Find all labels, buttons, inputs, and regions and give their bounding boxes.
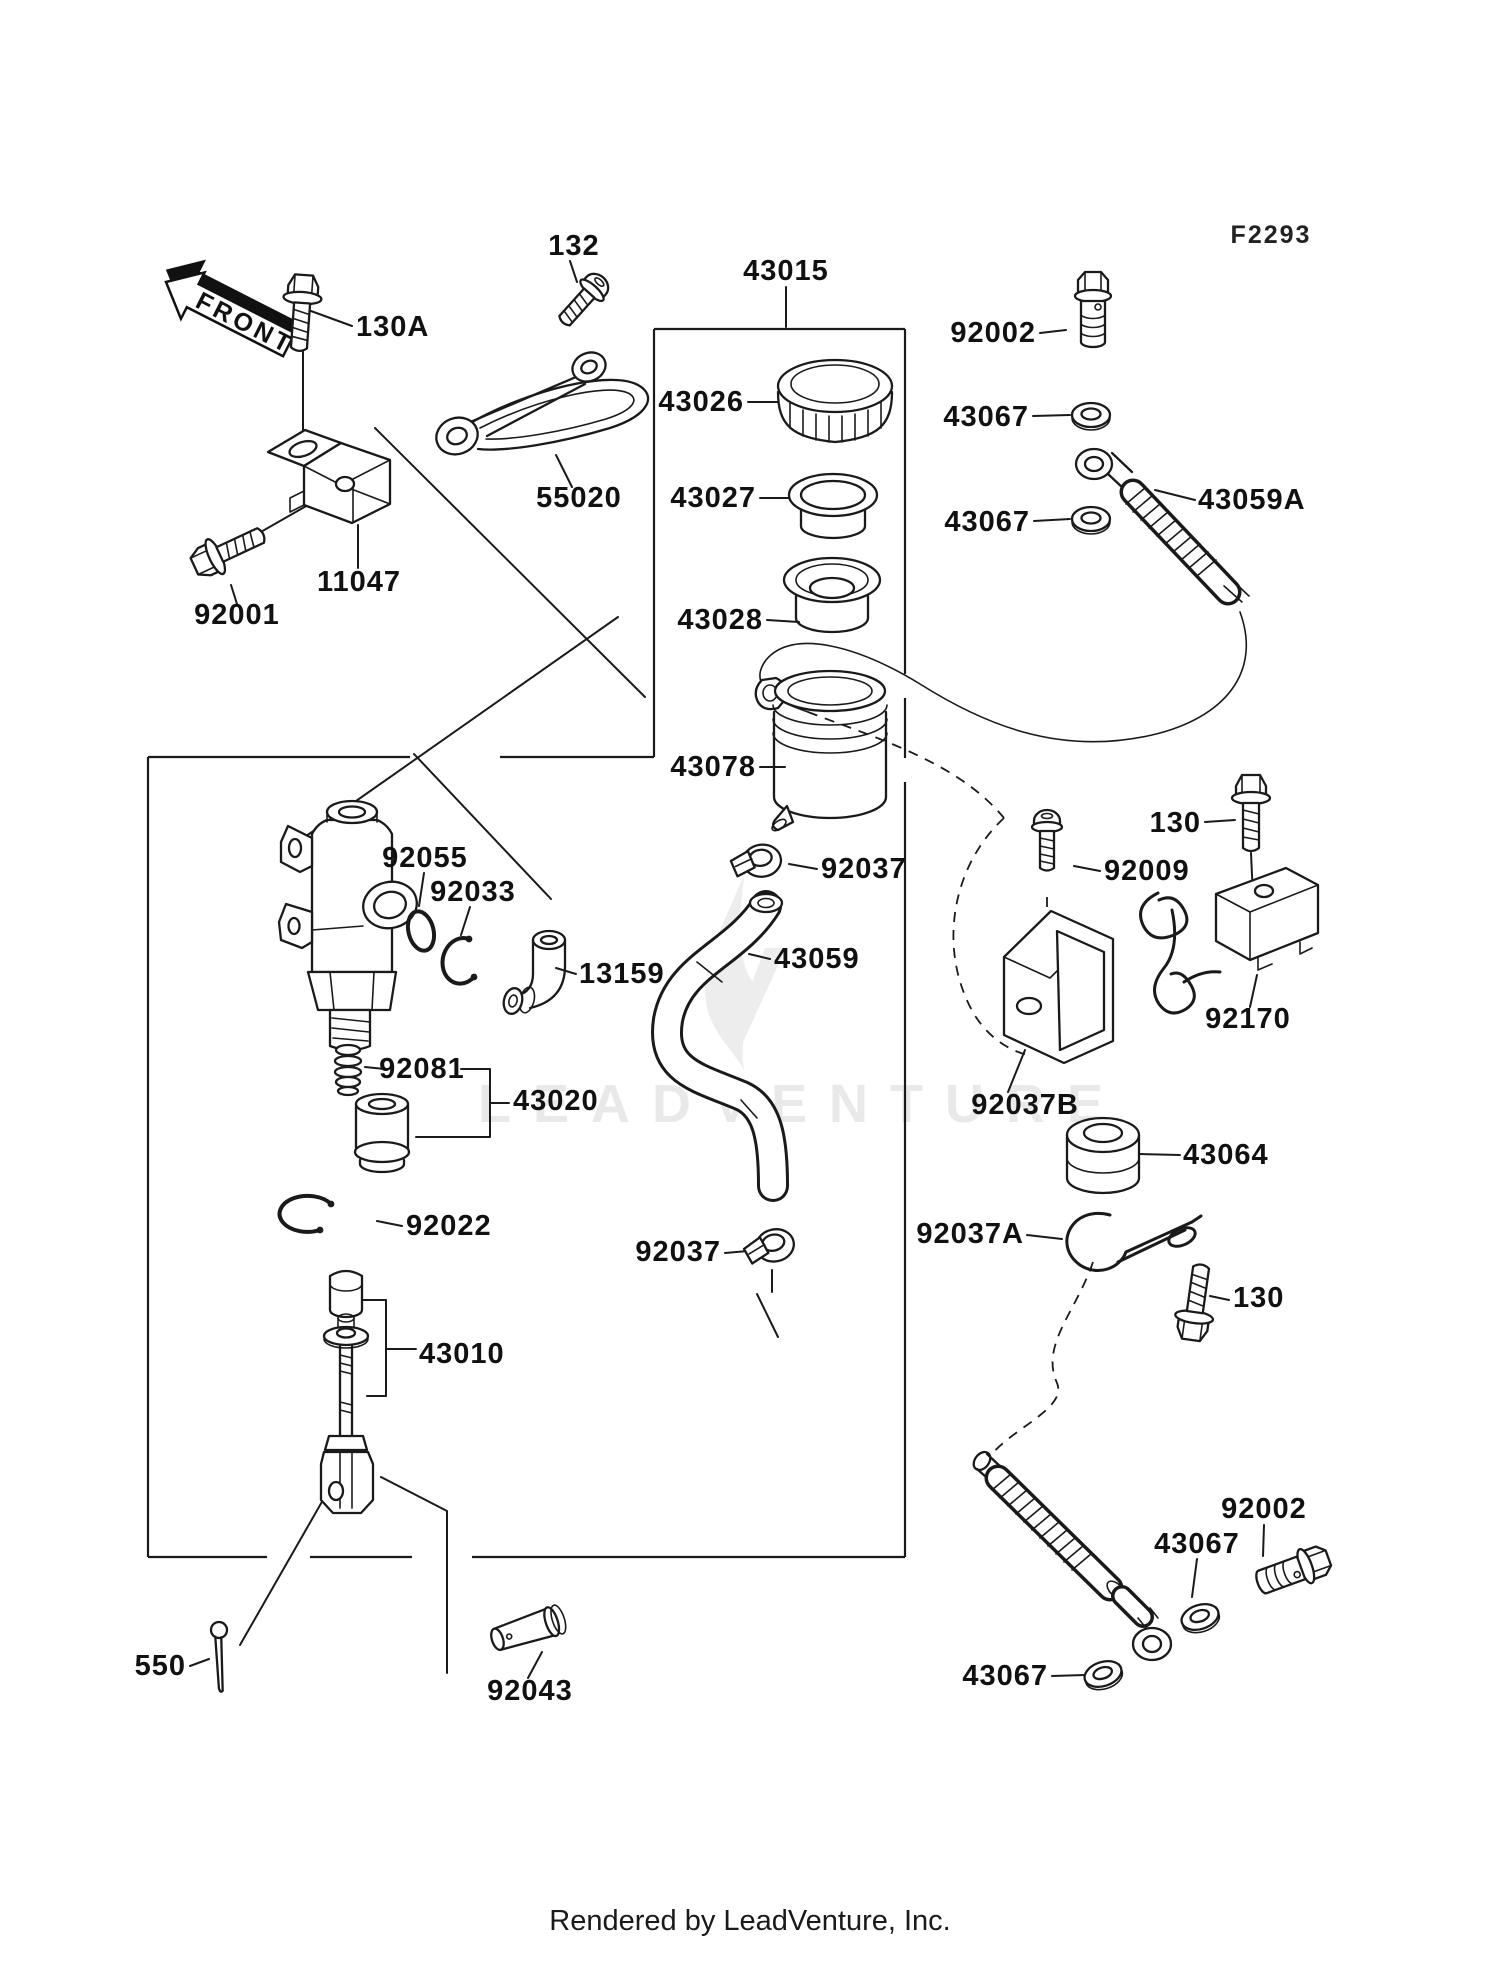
hose-routing-curve (759, 611, 1248, 743)
screw-92009 (1030, 808, 1064, 872)
part-label-550: 550 (135, 1650, 186, 1682)
diagonal-leader-lines (239, 427, 646, 1674)
master-cylinder-body (277, 799, 418, 1052)
part-label-43067-a: 43067 (943, 401, 1029, 433)
part-label-43067-c: 43067 (1154, 1528, 1240, 1560)
spring-92081 (333, 1043, 363, 1097)
bracket-92170 (1139, 866, 1320, 1015)
cap-43026 (776, 358, 894, 444)
washer-43067-a (1070, 401, 1112, 432)
brake-hose-43059a (1074, 447, 1250, 606)
washer-43067-b (1070, 505, 1112, 536)
part-label-43059: 43059 (774, 943, 860, 975)
hose-routing-dashed-b (952, 817, 1033, 1057)
bracket-11047 (266, 428, 392, 525)
bracket-92037b (1002, 909, 1115, 1065)
oring-92055 (405, 909, 437, 953)
part-label-11047: 11047 (317, 566, 401, 598)
clevis-joint (319, 1434, 375, 1515)
watermark-text: LEADVENTURE (478, 1074, 1125, 1134)
bolt-92001 (185, 515, 273, 585)
part-label-55020: 55020 (536, 482, 622, 514)
part-label-92037b: 92037B (971, 1089, 1079, 1121)
circlip-92022 (277, 1193, 335, 1234)
front-arrow-body (164, 270, 297, 358)
diaphragm-43028 (782, 556, 882, 634)
bolt-130-top (1230, 773, 1272, 853)
screw-132 (550, 266, 616, 334)
hose-routing-dashed-c (988, 1261, 1094, 1459)
bolt-130-bottom (1170, 1260, 1222, 1344)
part-label-13159: 13159 (579, 958, 665, 990)
front-arrow: FRONT (164, 259, 299, 360)
part-label-130-top: 130 (1150, 807, 1201, 839)
reservoir-43078 (754, 669, 888, 832)
grommet-43064 (1065, 1116, 1141, 1195)
part-label-92002-top: 92002 (950, 317, 1036, 349)
part-label-130-bottom: 130 (1233, 1282, 1284, 1314)
part-label-92001: 92001 (194, 599, 280, 631)
part-label-92033: 92033 (430, 876, 516, 908)
piston-43020 (353, 1092, 411, 1174)
part-label-43015: 43015 (743, 255, 829, 287)
part-label-43027: 43027 (670, 482, 756, 514)
diaphragm-plate-43027 (787, 472, 879, 540)
hose-clamp-92037-top (728, 841, 784, 881)
banjo-bolt-92002-top (1073, 270, 1113, 349)
wire-clamp-92037a (1065, 1211, 1203, 1272)
hose-routing-dashed-a (807, 711, 1005, 819)
part-label-92037a: 92037A (916, 1218, 1024, 1250)
brake-hose-lower (972, 1450, 1173, 1662)
part-label-43059a: 43059A (1198, 484, 1306, 516)
part-label-43064: 43064 (1183, 1139, 1269, 1171)
part-labels: 132 130A 43015 92002 43067 43067 43059A … (135, 230, 1307, 1707)
circlip-92033 (440, 935, 478, 986)
pushrod-43010 (322, 1269, 370, 1438)
hose-clamp-92037-bottom (740, 1224, 798, 1269)
label-leader-lines (189, 260, 1265, 1679)
part-label-92043: 92043 (487, 1675, 573, 1707)
part-label-43067-b: 43067 (944, 506, 1030, 538)
part-label-92037-bottom: 92037 (635, 1236, 721, 1268)
part-label-92081: 92081 (379, 1053, 465, 1085)
footer-credit: Rendered by LeadVenture, Inc. (549, 1905, 950, 1937)
part-label-43020: 43020 (513, 1085, 599, 1117)
part-label-43028: 43028 (677, 604, 763, 636)
part-label-92002-bottom: 92002 (1221, 1493, 1307, 1525)
part-label-92009: 92009 (1104, 855, 1190, 887)
part-label-92022: 92022 (406, 1210, 492, 1242)
leadventure-watermark: LEADVENTURE (478, 872, 1125, 1134)
part-label-43067-d: 43067 (962, 1660, 1048, 1692)
part-label-132: 132 (548, 230, 599, 262)
washer-43067-c (1177, 1598, 1224, 1639)
washer-43067-d (1080, 1655, 1127, 1696)
clevis-pin-92043 (490, 1604, 567, 1652)
part-label-43026: 43026 (658, 386, 744, 418)
lever-55020 (435, 351, 650, 456)
part-label-130a: 130A (356, 311, 429, 343)
part-label-43078: 43078 (670, 751, 756, 783)
fiche-code: F2293 (1231, 221, 1312, 249)
cotter-pin-550 (209, 1620, 229, 1693)
part-label-92055: 92055 (382, 842, 468, 874)
assembly-outline-box (146, 327, 907, 1559)
part-label-92170: 92170 (1205, 1003, 1291, 1035)
reservoir-hose-43059 (651, 890, 789, 1202)
part-label-43010: 43010 (419, 1338, 505, 1370)
elbow-fitting-13159 (502, 929, 567, 1015)
part-label-92037-top: 92037 (821, 853, 907, 885)
